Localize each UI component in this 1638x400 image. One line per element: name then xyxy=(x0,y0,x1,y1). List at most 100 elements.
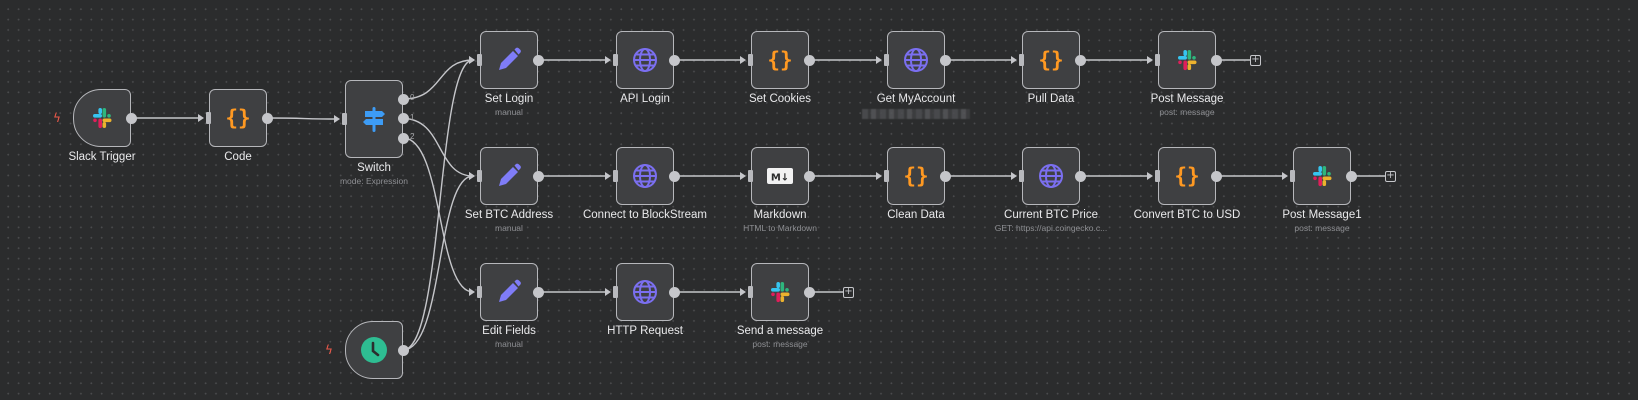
node-convert-btc-usd[interactable]: {} xyxy=(1158,147,1216,205)
output-handle[interactable] xyxy=(532,170,544,182)
arrowhead xyxy=(740,172,746,180)
arrowhead xyxy=(469,172,475,180)
node-edit-fields[interactable] xyxy=(480,263,538,321)
add-node-button[interactable]: + xyxy=(1385,169,1396,182)
output-handle[interactable] xyxy=(1210,170,1222,182)
node-connect-blockstream[interactable] xyxy=(616,147,674,205)
input-handle[interactable] xyxy=(1155,54,1160,66)
input-handle[interactable] xyxy=(748,54,753,66)
connection-schedule-to-set_btc_address[interactable] xyxy=(402,175,474,351)
output-handle[interactable] xyxy=(803,170,815,182)
connection-code-to-switch[interactable] xyxy=(266,117,339,120)
arrowhead xyxy=(469,56,475,64)
node-label: Pull Data xyxy=(1027,93,1075,105)
code-braces-icon: {} xyxy=(1036,45,1066,75)
output-handle-2[interactable] xyxy=(397,132,409,144)
node-label: HTTP Request xyxy=(607,325,683,337)
arrowhead xyxy=(605,288,611,296)
output-handle[interactable] xyxy=(1210,54,1222,66)
node-get-myaccount[interactable] xyxy=(887,31,945,89)
node-subtitle: manual xyxy=(495,107,523,117)
node-set-btc-address[interactable] xyxy=(480,147,538,205)
output-handle[interactable] xyxy=(532,286,544,298)
input-handle[interactable] xyxy=(613,170,618,182)
node-subtitle: post: message xyxy=(1159,107,1215,117)
node-api-login[interactable] xyxy=(616,31,674,89)
output-handle[interactable] xyxy=(668,54,680,66)
node-code[interactable]: {} xyxy=(209,89,267,147)
pencil-icon xyxy=(494,45,524,75)
node-switch[interactable] xyxy=(345,80,403,158)
node-http-request[interactable] xyxy=(616,263,674,321)
output-handle[interactable] xyxy=(939,54,951,66)
output-handle[interactable] xyxy=(668,170,680,182)
output-handle[interactable] xyxy=(803,286,815,298)
slack-icon xyxy=(1307,161,1337,191)
node-label: Edit Fields xyxy=(482,325,536,337)
output-handle[interactable] xyxy=(125,112,137,124)
input-handle[interactable] xyxy=(1155,170,1160,182)
node-label: Convert BTC to USD xyxy=(1133,209,1241,221)
code-braces-icon: {} xyxy=(1172,161,1202,191)
node-subtitle: manual xyxy=(495,223,523,233)
arrowhead xyxy=(605,172,611,180)
add-node-button[interactable]: + xyxy=(1250,53,1261,66)
node-post-message1[interactable] xyxy=(1293,147,1351,205)
svg-text:{}: {} xyxy=(225,106,250,130)
node-label: Clean Data xyxy=(887,209,945,221)
input-handle[interactable] xyxy=(613,54,618,66)
output-handle[interactable] xyxy=(532,54,544,66)
output-handle[interactable] xyxy=(1345,170,1357,182)
input-handle[interactable] xyxy=(477,286,482,298)
node-schedule[interactable] xyxy=(345,321,403,379)
node-pull-data[interactable]: {} xyxy=(1022,31,1080,89)
trigger-bolt-icon: ϟ xyxy=(53,111,61,125)
input-handle[interactable] xyxy=(1019,170,1024,182)
node-send-a-message[interactable] xyxy=(751,263,809,321)
globe-icon xyxy=(630,277,660,307)
node-current-btc-price[interactable] xyxy=(1022,147,1080,205)
arrowhead xyxy=(469,172,475,180)
arrowhead xyxy=(1011,172,1017,180)
output-handle[interactable] xyxy=(397,344,409,356)
input-handle[interactable] xyxy=(884,170,889,182)
node-markdown[interactable]: M↓ xyxy=(751,147,809,205)
node-post-message[interactable] xyxy=(1158,31,1216,89)
input-handle[interactable] xyxy=(342,113,347,125)
output-handle[interactable] xyxy=(939,170,951,182)
node-set-login[interactable] xyxy=(480,31,538,89)
input-handle[interactable] xyxy=(884,54,889,66)
globe-icon xyxy=(1036,161,1066,191)
arrowhead xyxy=(1147,56,1153,64)
input-handle[interactable] xyxy=(1019,54,1024,66)
node-set-cookies[interactable]: {} xyxy=(751,31,809,89)
arrowhead xyxy=(876,56,882,64)
output-handle[interactable] xyxy=(261,112,273,124)
node-label: Set Login xyxy=(484,93,534,105)
node-subtitle: HTML to Markdown xyxy=(743,223,817,233)
pencil-icon xyxy=(494,277,524,307)
input-handle[interactable] xyxy=(613,286,618,298)
output-handle[interactable] xyxy=(1074,54,1086,66)
add-node-button[interactable]: + xyxy=(843,285,854,298)
output-handle[interactable] xyxy=(803,54,815,66)
output-handle[interactable] xyxy=(1074,170,1086,182)
node-slack-trigger[interactable] xyxy=(73,89,131,147)
input-handle[interactable] xyxy=(477,170,482,182)
input-handle[interactable] xyxy=(477,54,482,66)
globe-icon xyxy=(901,45,931,75)
input-handle[interactable] xyxy=(748,286,753,298)
input-handle[interactable] xyxy=(206,112,211,124)
output-handle-0[interactable] xyxy=(397,93,409,105)
node-subtitle-redacted xyxy=(862,109,970,119)
arrowhead xyxy=(740,288,746,296)
input-handle[interactable] xyxy=(748,170,753,182)
arrowhead xyxy=(334,115,340,123)
arrowhead xyxy=(876,172,882,180)
output-handle-1[interactable] xyxy=(397,113,409,124)
input-handle[interactable] xyxy=(1290,170,1295,182)
output-handle[interactable] xyxy=(668,286,680,298)
node-clean-data[interactable]: {} xyxy=(887,147,945,205)
code-braces-icon: {} xyxy=(901,161,931,191)
